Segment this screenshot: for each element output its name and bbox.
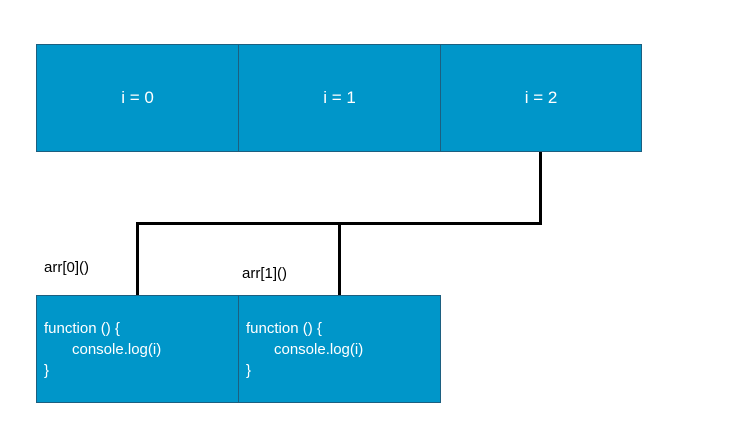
- function-body: console.log(i): [274, 341, 364, 358]
- function-box-0: function () { console.log(i) }: [36, 295, 239, 403]
- call-label-arr0: arr[0](): [44, 259, 89, 276]
- function-close-brace: }: [44, 362, 50, 379]
- function-close-brace: }: [246, 362, 252, 379]
- function-body: console.log(i): [72, 341, 162, 358]
- loop-cell-i0: i = 0: [36, 44, 239, 152]
- connector-to-fn0: [136, 222, 139, 295]
- loop-cell-i2: i = 2: [440, 44, 642, 152]
- function-box-1: function () { console.log(i) }: [238, 295, 441, 403]
- function-signature: function () {: [44, 320, 120, 337]
- connector-to-fn1: [338, 222, 341, 295]
- loop-cell-i1: i = 1: [238, 44, 441, 152]
- connector-drop-from-i2: [539, 152, 542, 225]
- function-signature: function () {: [246, 320, 322, 337]
- call-label-arr1: arr[1](): [242, 265, 287, 282]
